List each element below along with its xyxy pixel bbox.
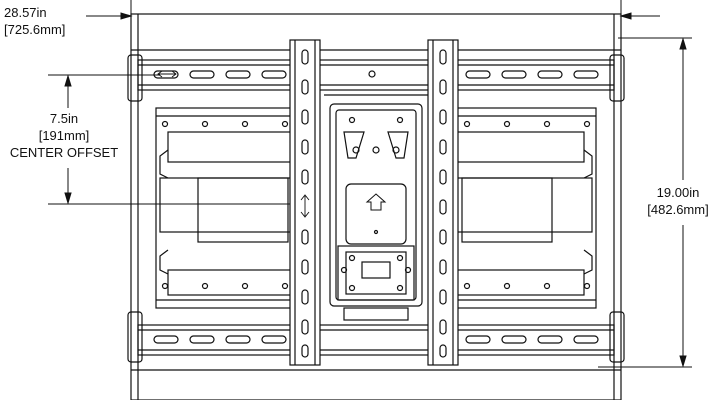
height-imperial: 19.00in — [656, 185, 700, 200]
right-vertical-bracket — [427, 39, 459, 366]
width-dimension-label: 28.57in [725.6mm] — [4, 4, 66, 38]
height-dimension-label: 19.00in [482.6mm] — [636, 184, 720, 218]
center-carriage-plate — [329, 103, 423, 307]
center-offset-metric: [191mm] — [38, 128, 90, 143]
height-metric: [482.6mm] — [647, 202, 709, 217]
center-offset-imperial: 7.5in — [49, 111, 79, 126]
center-offset-caption: CENTER OFFSET — [9, 145, 119, 160]
width-metric: [725.6mm] — [4, 22, 66, 37]
left-vertical-bracket — [289, 39, 321, 366]
center-offset-label: 7.5in [191mm] CENTER OFFSET — [8, 110, 120, 161]
center-offset-dimension-lines — [48, 74, 318, 205]
width-imperial: 28.57in — [4, 5, 47, 20]
width-dimension-lines — [86, 0, 660, 45]
right-arm — [455, 107, 597, 309]
top-rail — [127, 54, 625, 102]
left-arm — [155, 107, 297, 309]
bottom-rail — [127, 307, 625, 363]
